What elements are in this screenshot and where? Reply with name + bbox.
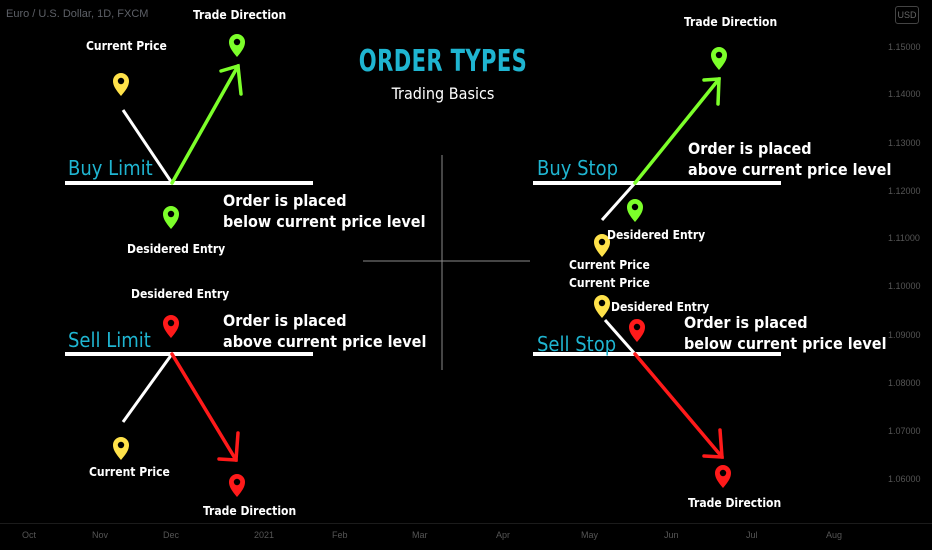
time-tick: Aug bbox=[826, 530, 843, 540]
symbol-title: Euro / U.S. Dollar, 1D, FXCM bbox=[6, 8, 149, 20]
time-tick: Nov bbox=[92, 530, 109, 540]
sell-stop-label: Sell Stop bbox=[537, 332, 617, 356]
buy-limit-label: Buy Limit bbox=[68, 156, 153, 180]
price-tick: 1.07000 bbox=[888, 426, 921, 436]
current-price-label: Current Price bbox=[569, 276, 650, 290]
trade-direction-label: Trade Direction bbox=[193, 8, 287, 22]
current-price-pin-icon bbox=[113, 73, 129, 96]
currency-button[interactable]: USD bbox=[895, 6, 919, 24]
trade-direction-label: Trade Direction bbox=[684, 15, 778, 29]
time-tick: Apr bbox=[496, 530, 511, 540]
buy-limit-direction-arrow bbox=[170, 63, 243, 185]
sell-stop-direction-arrow bbox=[633, 352, 724, 459]
note-line: Order is placed bbox=[223, 311, 347, 330]
diagram-title: ORDER TYPES bbox=[358, 44, 528, 79]
entry-pin-icon bbox=[627, 199, 643, 222]
current-price-label: Current Price bbox=[569, 258, 650, 272]
time-tick: May bbox=[581, 530, 599, 540]
entry-label: Desidered Entry bbox=[607, 228, 706, 242]
time-tick: Mar bbox=[412, 530, 428, 540]
entry-label: Desidered Entry bbox=[127, 242, 226, 256]
sell-limit-price-path bbox=[121, 353, 174, 423]
buy-stop-price-path bbox=[600, 182, 637, 221]
current-price-pin-icon bbox=[594, 295, 610, 318]
trade-direction-label: Trade Direction bbox=[688, 496, 782, 510]
sell-stop-price-path bbox=[603, 319, 637, 355]
time-tick: Feb bbox=[332, 530, 348, 540]
entry-label: Desidered Entry bbox=[131, 287, 230, 301]
time-tick: Oct bbox=[22, 530, 37, 540]
diagram-subtitle: Trading Basics bbox=[391, 84, 495, 103]
current-price-pin-icon bbox=[113, 437, 129, 460]
buy-limit-note: Order is placed below current price leve… bbox=[223, 190, 426, 232]
time-axis-separator bbox=[0, 523, 932, 524]
sell-limit-direction-arrow bbox=[170, 352, 240, 462]
time-tick: Dec bbox=[163, 530, 180, 540]
note-line: above current price level bbox=[688, 160, 892, 179]
entry-label: Desidered Entry bbox=[611, 300, 710, 314]
time-tick: Jul bbox=[746, 530, 758, 540]
current-price-label: Current Price bbox=[86, 39, 167, 53]
buy-stop-note: Order is placed above current price leve… bbox=[688, 138, 891, 180]
price-tick: 1.09000 bbox=[888, 330, 921, 340]
direction-pin-icon bbox=[229, 34, 245, 57]
note-line: below current price level bbox=[684, 334, 887, 353]
buy-stop-label: Buy Stop bbox=[537, 156, 619, 180]
note-line: above current price level bbox=[223, 332, 427, 351]
buy-limit-price-path bbox=[121, 109, 174, 184]
direction-pin-icon bbox=[715, 465, 731, 488]
price-tick: 1.14000 bbox=[888, 89, 921, 99]
sell-limit-label: Sell Limit bbox=[68, 328, 151, 352]
current-price-label: Current Price bbox=[89, 465, 170, 479]
price-tick: 1.10000 bbox=[888, 281, 921, 291]
price-tick: 1.13000 bbox=[888, 138, 921, 148]
price-tick: 1.15000 bbox=[888, 42, 921, 52]
note-line: Order is placed bbox=[684, 313, 808, 332]
note-line: below current price level bbox=[223, 212, 426, 231]
entry-pin-icon bbox=[163, 206, 179, 229]
buy-stop-direction-arrow bbox=[633, 77, 721, 185]
direction-pin-icon bbox=[711, 47, 727, 70]
sell-stop-note: Order is placed below current price leve… bbox=[684, 312, 887, 354]
time-tick: 2021 bbox=[254, 530, 275, 540]
price-tick: 1.11000 bbox=[888, 233, 920, 243]
entry-pin-icon bbox=[629, 319, 645, 342]
direction-pin-icon bbox=[229, 474, 245, 497]
trade-direction-label: Trade Direction bbox=[203, 504, 297, 518]
note-line: Order is placed bbox=[223, 191, 347, 210]
time-tick: Jun bbox=[664, 530, 679, 540]
entry-pin-icon bbox=[163, 315, 179, 338]
note-line: Order is placed bbox=[688, 139, 812, 158]
price-tick: 1.08000 bbox=[888, 378, 921, 388]
price-tick: 1.06000 bbox=[888, 474, 921, 484]
price-tick: 1.12000 bbox=[888, 186, 921, 196]
sell-limit-note: Order is placed above current price leve… bbox=[223, 310, 426, 352]
